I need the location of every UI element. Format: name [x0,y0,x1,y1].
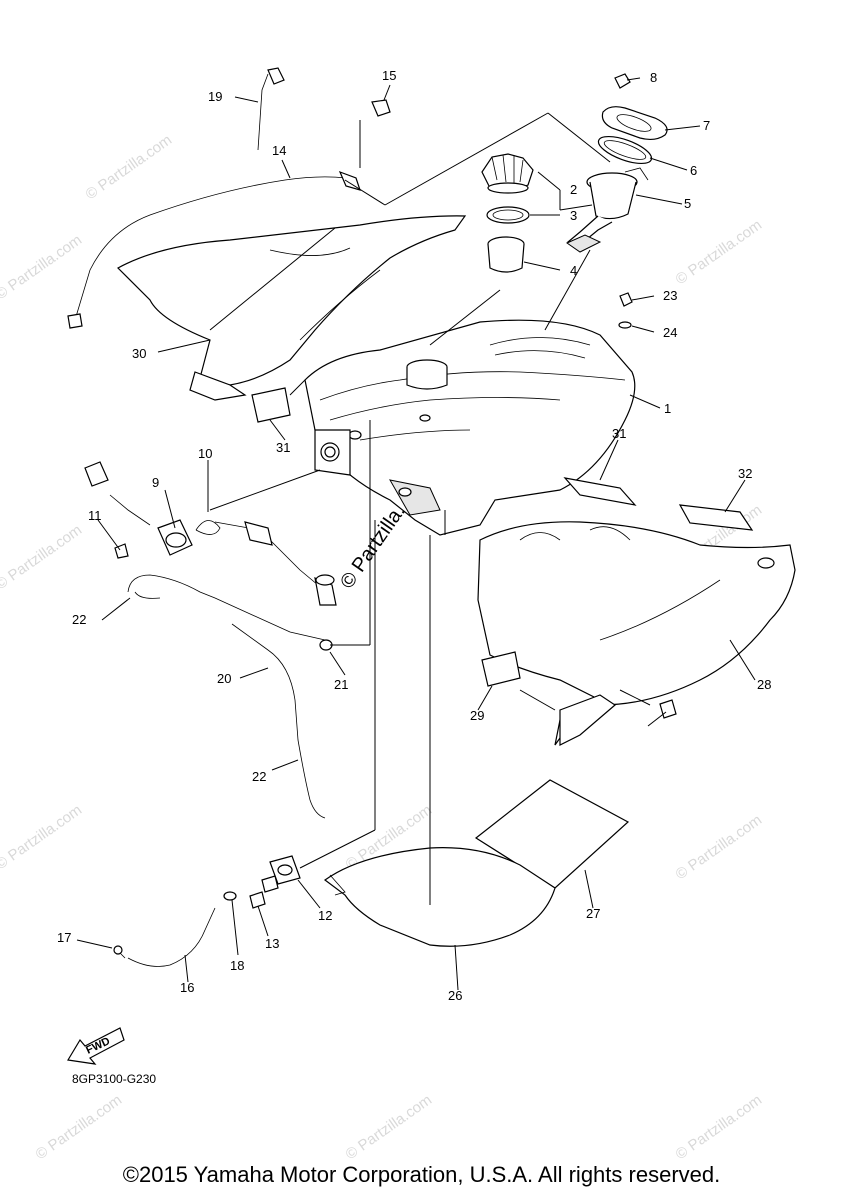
nut [614,73,631,89]
callout-9: 9 [152,475,159,490]
clamp [371,99,391,117]
watermark-text: © Partzilla.com [0,801,85,873]
fuel-cap [481,153,534,194]
breather-hose [127,574,326,819]
watermark-text: © Partzilla.com [673,216,766,288]
callout-2: 2 [570,182,577,197]
fuel-tank [304,319,636,536]
callout-31: 31 [612,426,626,441]
pad-right [563,477,637,506]
callout-5: 5 [684,196,691,211]
callout-7: 7 [703,118,710,133]
callout-27: 28 [757,677,771,692]
callout-29: 30 [132,346,146,361]
callout-22: 22 [72,612,86,627]
fuel-sender [84,461,337,606]
watermark-text: © Partzilla.com [0,521,85,593]
collar [487,236,525,273]
callout-20: 20 [217,671,231,686]
copyright-notice: ©2015 Yamaha Motor Corporation, U.S.A. A… [122,1162,721,1187]
side-cover-right [477,521,796,746]
washer [618,321,632,329]
pump-plate [601,106,668,141]
cable-tie [257,67,285,151]
callout-26: 27 [586,906,600,921]
callout-11: 11 [88,508,102,523]
gasket [486,206,530,224]
leader-lines [76,77,756,991]
callout-19: 19 [208,89,222,104]
callout-17: 17 [57,930,71,945]
callout-18: 18 [230,958,244,973]
fwd-arrow-icon: FWD [67,1027,125,1065]
callout-16: 16 [180,980,194,995]
callout-23: 23 [663,288,677,303]
bolt [619,292,633,307]
callout-8: 8 [650,70,657,85]
callout-22b: 22 [252,769,266,784]
callout-24: 24 [663,325,677,340]
pad-right [678,504,754,531]
watermark-text: © Partzilla.com [33,1091,126,1163]
watermark-text: © Partzilla.com [673,811,766,883]
callout-4: 4 [570,263,577,278]
callout-15: 15 [382,68,396,83]
callout-21: 21 [334,677,348,692]
callout-12: 12 [318,908,332,923]
callout-30: 31 [276,440,290,455]
watermark-text: © Partzilla.com [0,231,85,303]
fuel-cock [249,855,301,909]
heat-protector [323,847,556,947]
diagram-code: 8GP3100-G230 [72,1072,157,1086]
fuel-hose [113,891,237,967]
callout-28: 29 [470,708,484,723]
callout-6: 6 [690,163,697,178]
pad-left [251,387,291,423]
pump-gasket [597,135,653,165]
callout-3: 3 [570,208,577,223]
callouts: 19 15 8 7 6 5 2 3 4 14 30 31 23 24 1 9 1… [57,68,771,1003]
watermark-text: © Partzilla.com [83,131,176,203]
pad-lower [481,651,521,687]
watermark-text: © Partzilla.com [343,1091,436,1163]
callout-10: 10 [198,446,212,461]
callout-31b: 32 [738,466,752,481]
side-cover-left [117,215,467,401]
callout-1: 1 [664,401,671,416]
callout-25: 26 [448,988,462,1003]
wire-harness [74,176,346,321]
watermark-text: © Partzilla.com [673,1091,766,1163]
fuel-pump [565,167,649,253]
callout-14: 14 [272,143,286,158]
callout-13: 13 [265,936,279,951]
